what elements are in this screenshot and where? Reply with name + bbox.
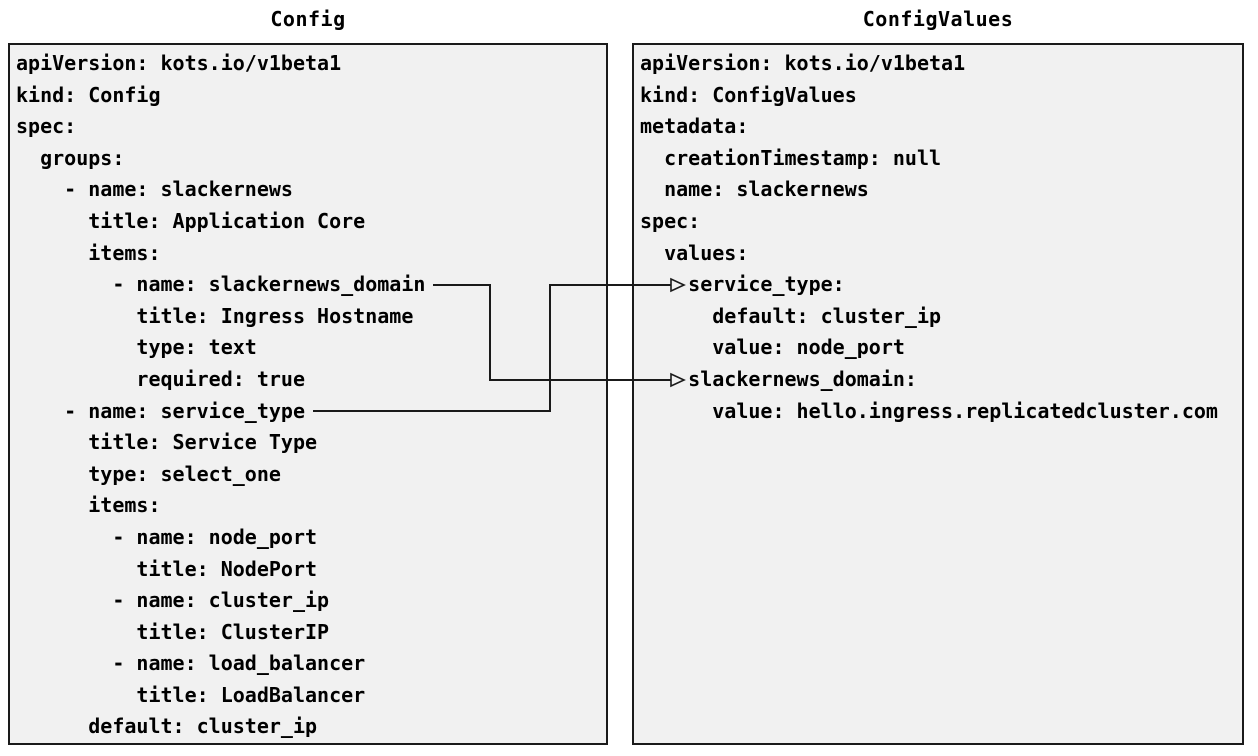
config-yaml-panel: apiVersion: kots.io/v1beta1 kind: Config… xyxy=(8,43,608,745)
configvalues-yaml-panel: apiVersion: kots.io/v1beta1 kind: Config… xyxy=(632,43,1244,745)
configvalues-yaml-code: apiVersion: kots.io/v1beta1 kind: Config… xyxy=(640,51,1218,423)
config-panel-title: Config xyxy=(270,7,346,31)
config-yaml-code: apiVersion: kots.io/v1beta1 kind: Config… xyxy=(16,51,426,739)
configvalues-panel-title: ConfigValues xyxy=(862,7,1014,31)
